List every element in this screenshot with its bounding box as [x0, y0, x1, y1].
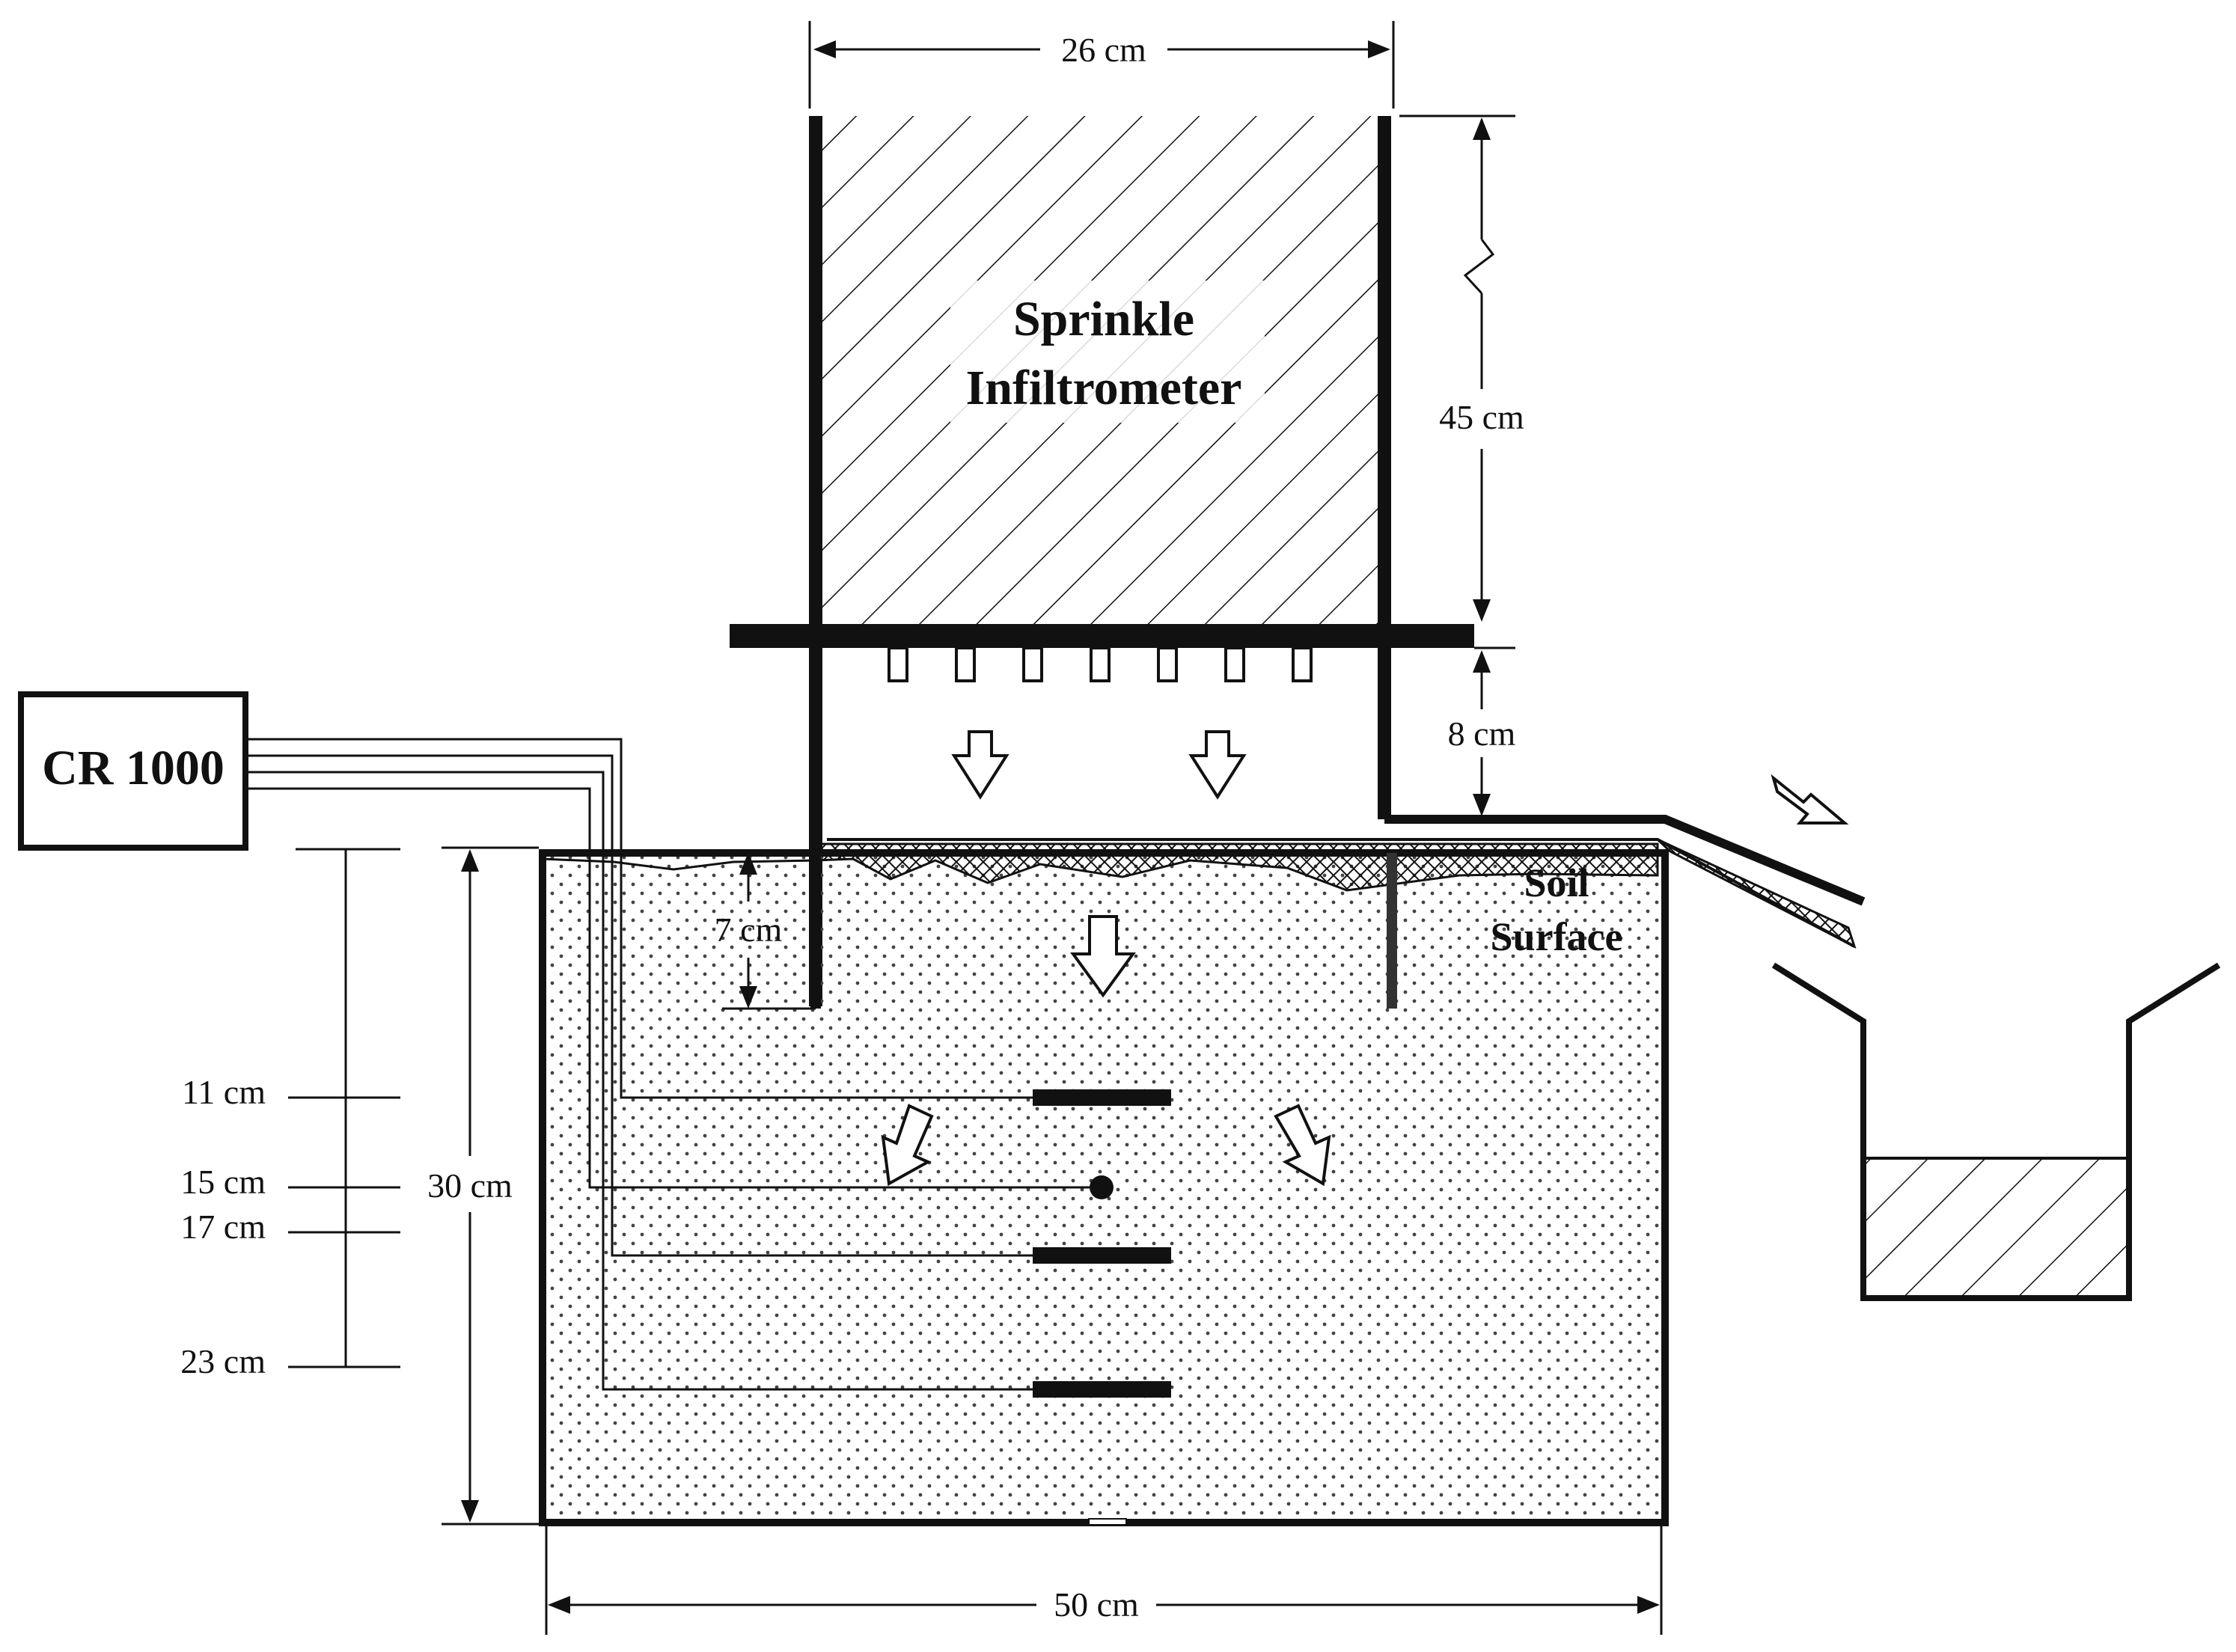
rain-arrows [951, 730, 1247, 800]
sensor-15cm [1090, 1175, 1114, 1199]
drip-plate [730, 624, 1474, 648]
sensor-17cm [1033, 1247, 1171, 1264]
infiltrometer-title-line1: Sprinkle [1013, 292, 1194, 346]
soil-surface-line1: Soil [1524, 860, 1589, 905]
depth-23cm-label: 23 cm [180, 1342, 266, 1380]
sensor-cables [245, 738, 1090, 1391]
data-logger: CR 1000 [18, 691, 248, 851]
depth-scale: 11 cm 15 cm 17 cm 23 cm [180, 848, 400, 1380]
dim-box-depth-label: 30 cm [427, 1166, 513, 1205]
sensor-11cm [1033, 1089, 1171, 1106]
dim-insertion-label: 7 cm [715, 911, 783, 949]
dim-height-top: 45 cm [1399, 114, 1524, 622]
dim-width-top-label: 26 cm [1061, 31, 1146, 69]
infiltration-arrows [881, 915, 1331, 1187]
depth-17cm-label: 17 cm [180, 1208, 266, 1246]
dim-insertion: 7 cm [715, 852, 816, 1010]
dim-height-top-label: 45 cm [1439, 398, 1524, 436]
dim-box-width-label: 50 cm [1054, 1585, 1139, 1624]
drippers [888, 646, 1313, 682]
soil-surface-line2: Surface [1491, 914, 1623, 959]
runoff-outlet [827, 774, 1866, 949]
dim-box-width: 50 cm [545, 1526, 1663, 1635]
runoff-arrow [1771, 774, 1849, 825]
sensors [1033, 1089, 1171, 1398]
sensor-23cm [1033, 1381, 1171, 1398]
depth-11cm-label: 11 cm [182, 1073, 266, 1111]
runoff-collector [1771, 962, 2221, 1301]
dim-gap: 8 cm [1448, 646, 1516, 816]
dim-gap-label: 8 cm [1448, 715, 1516, 753]
logger-label: CR 1000 [42, 741, 224, 795]
infiltrometer-title-line2: Infiltrometer [966, 361, 1242, 415]
depth-15cm-label: 15 cm [180, 1163, 266, 1201]
dim-box-depth: 30 cm [427, 846, 539, 1526]
infiltrometer: Sprinkle Infiltrometer [730, 116, 1474, 1006]
dim-width-top: 26 cm [808, 21, 1395, 108]
